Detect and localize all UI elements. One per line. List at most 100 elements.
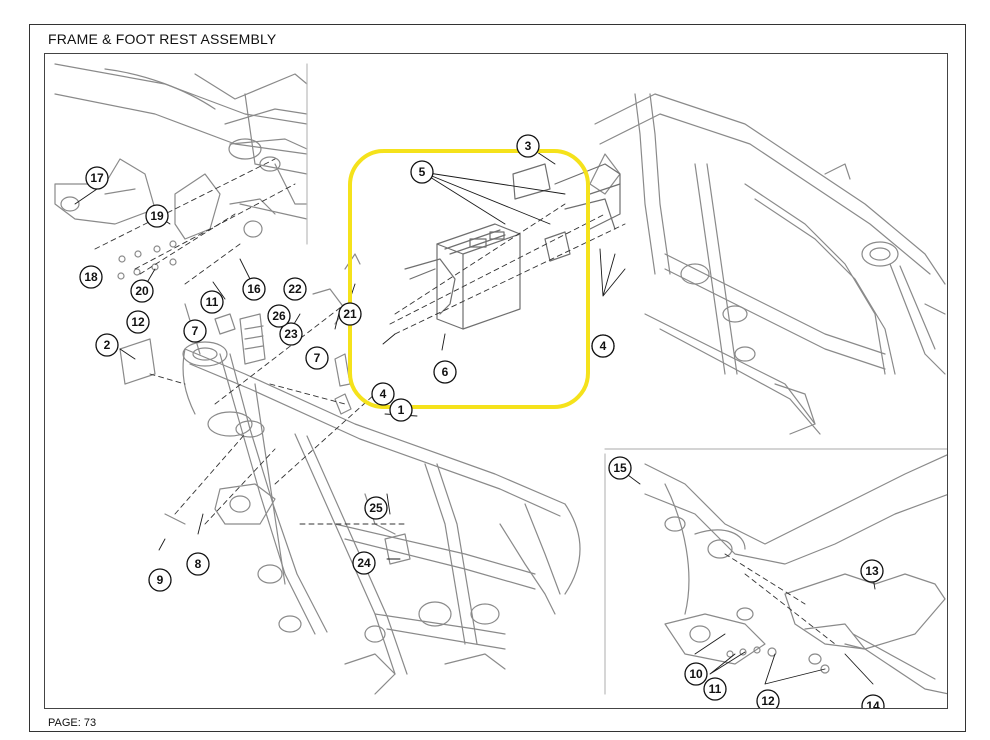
callout-circle — [861, 694, 885, 708]
callout-19: 19 — [145, 204, 169, 228]
callout-5: 5 — [410, 160, 434, 184]
diagram-sheet: FRAME & FOOT REST ASSEMBLY — [29, 24, 966, 732]
callout-label: 9 — [157, 573, 164, 587]
callout-circle — [242, 277, 266, 301]
callout-circle — [186, 552, 210, 576]
callout-17: 17 — [85, 166, 109, 190]
rear-frame-view — [589, 93, 946, 435]
page-number: PAGE: 73 — [48, 717, 97, 729]
callout-12: 12 — [756, 689, 780, 708]
callout-3: 3 — [516, 134, 540, 158]
callout-7: 7 — [183, 319, 207, 343]
callout-1: 1 — [389, 398, 413, 422]
callout-20: 20 — [130, 279, 154, 303]
callout-15: 15 — [608, 456, 632, 480]
callout-label: 10 — [689, 667, 703, 681]
callout-label: 21 — [343, 307, 357, 321]
callout-16: 16 — [242, 277, 266, 301]
callout-circle — [433, 360, 457, 384]
callout-label: 17 — [90, 171, 104, 185]
callout-8: 8 — [186, 552, 210, 576]
callout-18: 18 — [79, 265, 103, 289]
callout-circle — [756, 689, 780, 708]
callout-4: 4 — [591, 334, 615, 358]
callout-circle — [130, 279, 154, 303]
callout-label: 14 — [866, 699, 880, 709]
callout-circle — [279, 322, 303, 346]
callout-label: 2 — [104, 338, 111, 352]
callout-4: 4 — [371, 382, 395, 406]
callout-circle — [516, 134, 540, 158]
callout-24: 24 — [352, 551, 376, 575]
callout-label: 12 — [131, 315, 145, 329]
callout-circle — [364, 496, 388, 520]
callout-label: 13 — [865, 564, 879, 578]
callout-label: 3 — [525, 139, 532, 153]
callout-2: 2 — [95, 333, 119, 357]
battery-assembly — [404, 163, 621, 330]
callout-26: 26 — [267, 304, 291, 328]
callout-circle — [389, 398, 413, 422]
parts-center — [119, 253, 411, 565]
footrest-inset-right — [604, 448, 947, 695]
exploded-view: 1234445677891011111212131415161718192021… — [54, 63, 947, 709]
callout-label: 4 — [380, 387, 387, 401]
callout-23: 23 — [279, 322, 303, 346]
callout-label: 6 — [442, 365, 449, 379]
callout-label: 20 — [135, 284, 149, 298]
callout-circle — [352, 551, 376, 575]
callout-circle — [338, 302, 362, 326]
callout-layer: 1234445677891011111212131415161718192021… — [79, 134, 885, 709]
callout-circle — [148, 568, 172, 592]
callout-label: 25 — [369, 501, 383, 515]
callout-label: 24 — [357, 556, 371, 570]
callout-circle — [410, 160, 434, 184]
page-title: FRAME & FOOT REST ASSEMBLY — [48, 31, 277, 47]
callout-circle — [608, 456, 632, 480]
callout-label: 23 — [284, 327, 298, 341]
callout-leaders — [74, 145, 876, 685]
callout-label: 4 — [600, 339, 607, 353]
callout-circle — [267, 304, 291, 328]
callout-label: 12 — [761, 694, 775, 708]
callout-label: 19 — [150, 209, 164, 223]
callout-label: 11 — [709, 682, 722, 696]
callout-label: 7 — [192, 324, 199, 338]
callout-11: 11 — [703, 677, 727, 701]
callout-7: 7 — [305, 346, 329, 370]
callout-circle — [200, 290, 224, 314]
callout-circle — [860, 559, 884, 583]
callout-label: 18 — [84, 270, 98, 284]
callout-circle — [283, 277, 307, 301]
callout-9: 9 — [148, 568, 172, 592]
callout-label: 26 — [272, 309, 286, 323]
callout-25: 25 — [364, 496, 388, 520]
callout-circle — [305, 346, 329, 370]
callout-21: 21 — [338, 302, 362, 326]
callout-11: 11 — [200, 290, 224, 314]
callout-22: 22 — [283, 277, 307, 301]
callout-circle — [79, 265, 103, 289]
callout-circle — [95, 333, 119, 357]
callout-circle — [145, 204, 169, 228]
callout-circle — [126, 310, 150, 334]
callout-10: 10 — [684, 662, 708, 686]
callout-circle — [183, 319, 207, 343]
leader-lines — [94, 158, 836, 645]
callout-6: 6 — [433, 360, 457, 384]
callout-label: 5 — [419, 165, 426, 179]
callout-circle — [591, 334, 615, 358]
callout-label: 15 — [613, 461, 627, 475]
callout-label: 7 — [314, 351, 321, 365]
callout-circle — [684, 662, 708, 686]
callout-circle — [371, 382, 395, 406]
callout-label: 16 — [247, 282, 261, 296]
callout-circle — [85, 166, 109, 190]
callout-circle — [703, 677, 727, 701]
callout-label: 8 — [195, 557, 202, 571]
highlight-box — [348, 149, 590, 409]
callout-12: 12 — [126, 310, 150, 334]
callout-13: 13 — [860, 559, 884, 583]
main-frame — [164, 303, 581, 695]
callout-label: 22 — [288, 282, 302, 296]
